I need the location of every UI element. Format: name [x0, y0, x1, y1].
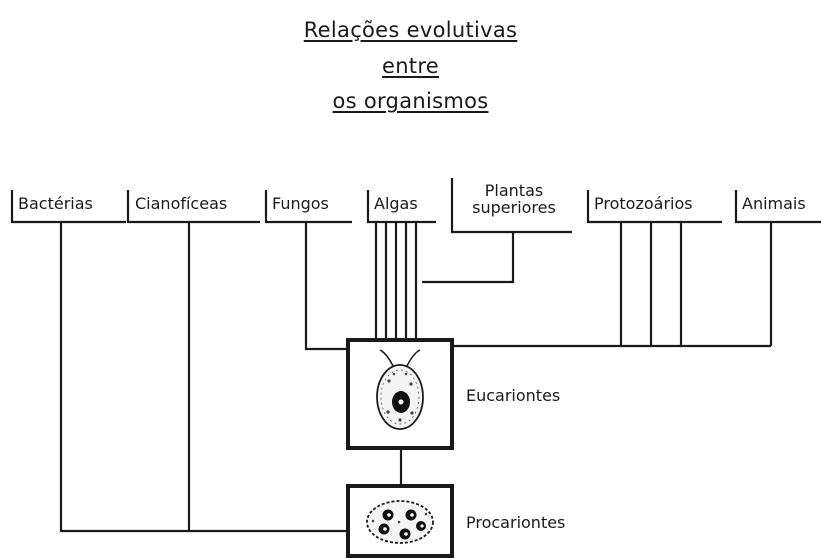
bracket-fungos: [264, 190, 352, 224]
line-bacterias: [59, 222, 348, 533]
label-procariontes: Procariontes: [466, 513, 566, 532]
label-animais: Animais: [742, 194, 806, 213]
bracket-cianoficeas: [126, 190, 260, 224]
eucariote-cell-icon: [376, 349, 424, 430]
label-bacterias: Bactérias: [18, 194, 93, 213]
label-plantas-line2: superiores: [472, 198, 556, 217]
line-plantas: [422, 232, 515, 284]
title-line-3: os organismos: [332, 89, 489, 113]
bracket-plantas: [450, 178, 572, 234]
label-plantas-superiores: Plantas superiores: [458, 182, 570, 216]
label-protozoarios: Protozoários: [594, 194, 693, 213]
title-line-2: entre: [381, 54, 440, 78]
label-cianoficeas: Cianofíceas: [135, 194, 228, 213]
label-plantas-line1: Plantas: [484, 181, 544, 200]
label-fungos: Fungos: [272, 194, 329, 213]
label-eucariontes: Eucariontes: [466, 386, 561, 405]
bracket-bacterias: [10, 190, 126, 224]
title-line-1: Relações evolutivas: [303, 18, 518, 42]
bracket-protozoarios: [586, 190, 722, 224]
bracket-algas: [366, 190, 436, 224]
label-algas: Algas: [374, 194, 418, 213]
procariote-cell-icon: [366, 500, 434, 544]
line-fungos: [304, 222, 348, 351]
bracket-animais: [734, 190, 821, 224]
